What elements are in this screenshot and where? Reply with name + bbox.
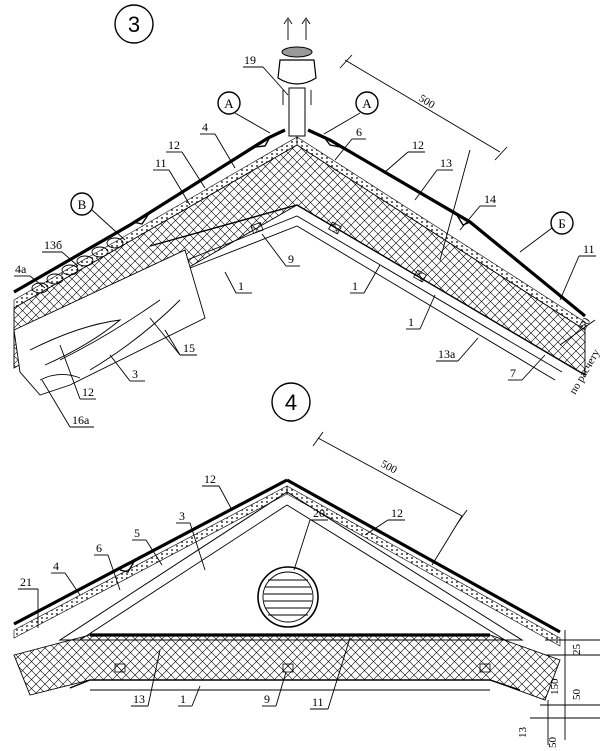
svg-text:1: 1	[180, 692, 186, 706]
marker-v	[70, 192, 94, 216]
svg-text:12: 12	[391, 506, 403, 520]
svg-text:4: 4	[202, 120, 208, 134]
svg-text:1: 1	[408, 315, 414, 329]
ceiling-line-4	[69, 679, 521, 691]
roof-covering-4-right	[286, 478, 561, 634]
dim-500: 500	[416, 92, 437, 111]
ridge-cap-left	[132, 130, 284, 225]
louvre-slats	[264, 579, 312, 616]
detail-4-number: 4	[285, 390, 297, 415]
louvre-vent	[257, 566, 319, 628]
svg-text:11: 11	[155, 156, 167, 170]
dim-50b: 50	[547, 737, 559, 749]
dim-500-4: 500	[379, 458, 400, 477]
svg-text:1: 1	[352, 279, 358, 293]
detail-3-number: 3	[128, 12, 140, 37]
svg-text:В: В	[78, 197, 87, 212]
svg-text:6: 6	[356, 125, 362, 139]
svg-text:Б: Б	[558, 216, 565, 231]
svg-text:13б: 13б	[44, 238, 62, 252]
spacer-block	[114, 663, 126, 673]
vent-pipe	[288, 87, 306, 137]
svg-text:4: 4	[53, 559, 59, 573]
tile-row	[31, 237, 124, 294]
dim-line-500-4	[317, 437, 463, 517]
detail-4: 4	[13, 382, 600, 748]
svg-text:12: 12	[168, 138, 180, 152]
gable-inner-line	[79, 504, 506, 641]
svg-text:15: 15	[183, 341, 195, 355]
svg-text:11: 11	[312, 695, 324, 709]
rafter-line-2	[189, 225, 556, 381]
ridge-cap-right	[310, 130, 471, 226]
svg-text:4а: 4а	[15, 262, 27, 276]
svg-text:13: 13	[133, 692, 145, 706]
spacer-block	[413, 269, 427, 283]
svg-text:14: 14	[484, 192, 496, 206]
svg-text:13а: 13а	[438, 347, 456, 361]
svg-text:9: 9	[288, 252, 294, 266]
detail-4-number-circle	[271, 382, 311, 422]
svg-text:11: 11	[583, 242, 595, 256]
membrane-strip-right-4	[286, 485, 561, 647]
svg-text:5: 5	[134, 526, 140, 540]
svg-text:7: 7	[510, 366, 516, 380]
wood-grain	[29, 299, 181, 381]
svg-text:3: 3	[132, 367, 138, 381]
dim-150: 150	[549, 678, 561, 695]
marker-a-left	[217, 91, 241, 115]
vent-arrows	[282, 17, 312, 105]
detail-3: 3	[13, 4, 603, 428]
marker-a-right	[355, 91, 379, 115]
svg-text:12: 12	[82, 385, 94, 399]
dim-line-500	[344, 59, 501, 153]
spacer-block	[250, 222, 264, 234]
right-dimensions: 25 150 50 13 50	[517, 630, 600, 748]
membrane-strip-right	[296, 136, 586, 331]
marker-b	[550, 211, 574, 235]
svg-text:12: 12	[204, 472, 216, 486]
svg-text:20: 20	[313, 506, 325, 520]
svg-text:6: 6	[96, 541, 102, 555]
dim-50a: 50	[571, 689, 583, 701]
vent-top	[281, 46, 313, 58]
rafter-line-1	[181, 215, 563, 373]
svg-text:12: 12	[412, 138, 424, 152]
roof-covering-4-left	[13, 478, 288, 626]
callouts-4: 12 12 3 20 6 5 4 21 13 1 9 11	[18, 472, 405, 710]
spacer-block	[479, 663, 491, 673]
dim-13: 13	[517, 727, 529, 739]
svg-text:16а: 16а	[72, 413, 90, 427]
svg-text:А: А	[362, 96, 372, 111]
spacer-block	[282, 663, 294, 673]
svg-text:19: 19	[244, 53, 256, 67]
vent-cap	[277, 59, 317, 85]
detail-3-number-circle	[114, 4, 154, 44]
dim-25: 25	[571, 644, 583, 656]
svg-text:А: А	[224, 96, 234, 111]
svg-text:1: 1	[238, 279, 244, 293]
svg-text:21: 21	[20, 575, 32, 589]
ridge-cap-steps-4	[119, 559, 136, 573]
svg-text:13: 13	[440, 156, 452, 170]
spacer-block	[328, 221, 342, 235]
svg-text:9: 9	[264, 692, 270, 706]
callouts-3: 19 4 6 12 12 11 13 14 11 13б 4а 9 1	[14, 53, 596, 428]
svg-text:3: 3	[179, 509, 185, 523]
ceiling-lining	[149, 204, 586, 376]
